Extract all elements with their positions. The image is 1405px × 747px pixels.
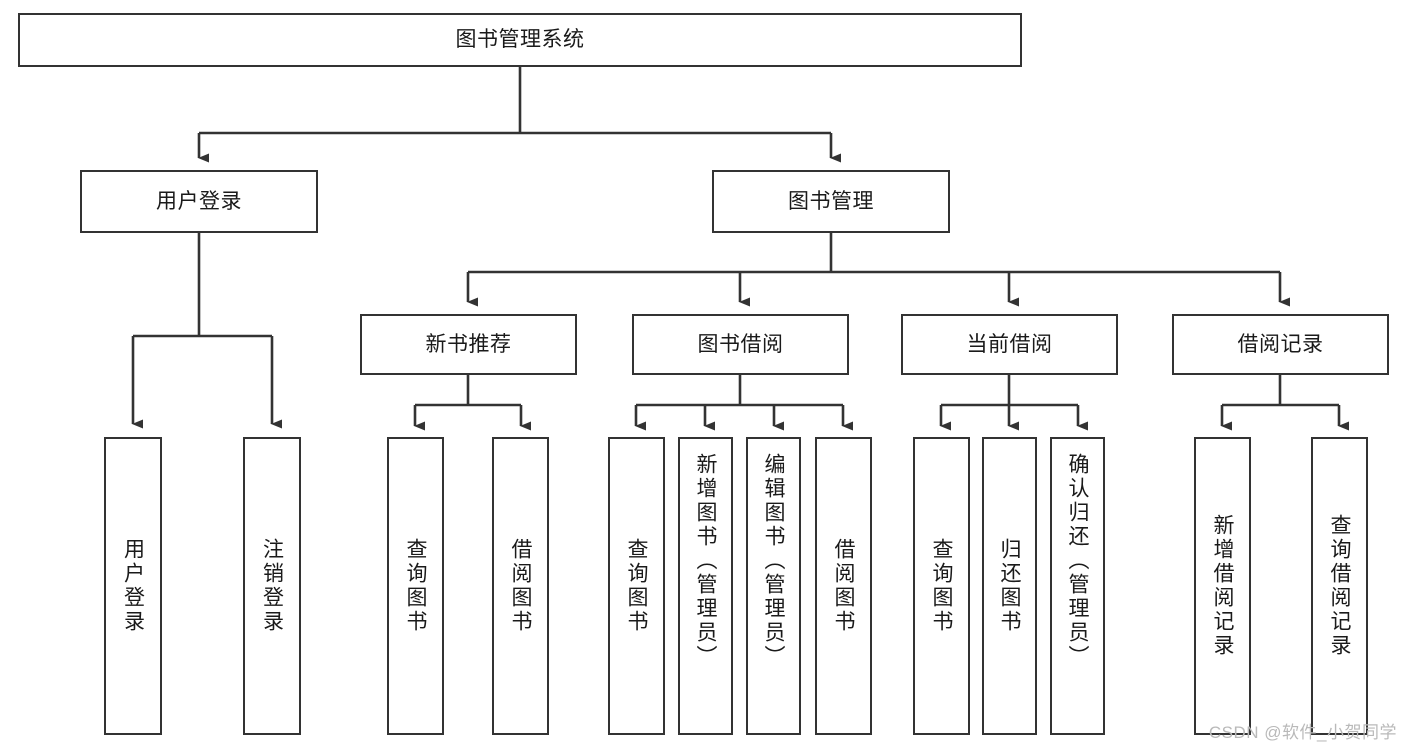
leaf-records-add-record[interactable]: 新增借阅记录	[1194, 437, 1251, 735]
leaf-borrow-borrow-books[interactable]: 借阅图书	[815, 437, 872, 735]
node-label: 新书推荐	[425, 332, 512, 356]
node-label: 归还图书	[998, 538, 1021, 634]
leaf-current-query-books[interactable]: 查询图书	[913, 437, 970, 735]
node-new-book-recommendation[interactable]: 新书推荐	[360, 314, 577, 375]
node-label: 新增图书（管理员）	[694, 453, 717, 669]
node-label: 借阅记录	[1237, 332, 1324, 356]
leaf-new-book-query-books[interactable]: 查询图书	[387, 437, 444, 735]
leaf-user-login-logout[interactable]: 注销登录	[243, 437, 301, 735]
node-label: 图书借阅	[697, 332, 784, 356]
leaf-user-login-login[interactable]: 用户登录	[104, 437, 162, 735]
node-user-login[interactable]: 用户登录	[80, 170, 318, 233]
node-label: 确认归还（管理员）	[1066, 453, 1089, 669]
node-label: 注销登录	[260, 538, 284, 634]
leaf-new-book-borrow-books[interactable]: 借阅图书	[492, 437, 549, 735]
node-label: 当前借阅	[966, 332, 1053, 356]
node-label: 查询图书	[625, 538, 648, 634]
node-label: 用户登录	[156, 189, 242, 213]
node-borrow-records[interactable]: 借阅记录	[1172, 314, 1389, 375]
leaf-borrow-query-books[interactable]: 查询图书	[608, 437, 665, 735]
csdn-watermark: CSDN @软件_小贺同学	[1208, 723, 1397, 742]
node-label: 借阅图书	[832, 538, 855, 634]
node-root-book-management-system[interactable]: 图书管理系统	[18, 13, 1022, 67]
node-current-borrowing[interactable]: 当前借阅	[901, 314, 1118, 375]
leaf-records-query-record[interactable]: 查询借阅记录	[1311, 437, 1368, 735]
node-label: 图书管理系统	[455, 28, 585, 52]
node-label: 查询图书	[930, 538, 953, 634]
node-label: 编辑图书（管理员）	[762, 453, 785, 669]
node-book-borrowing[interactable]: 图书借阅	[632, 314, 849, 375]
node-label: 图书管理	[788, 189, 874, 213]
node-label: 查询借阅记录	[1328, 514, 1351, 658]
node-label: 用户登录	[121, 538, 145, 634]
leaf-borrow-edit-book-admin[interactable]: 编辑图书（管理员）	[746, 437, 801, 735]
node-label: 新增借阅记录	[1211, 514, 1234, 658]
node-book-management[interactable]: 图书管理	[712, 170, 950, 233]
node-label: 查询图书	[404, 538, 427, 634]
leaf-borrow-add-book-admin[interactable]: 新增图书（管理员）	[678, 437, 733, 735]
leaf-current-return-books[interactable]: 归还图书	[982, 437, 1037, 735]
node-label: 借阅图书	[509, 538, 532, 634]
leaf-current-confirm-return-admin[interactable]: 确认归还（管理员）	[1050, 437, 1105, 735]
